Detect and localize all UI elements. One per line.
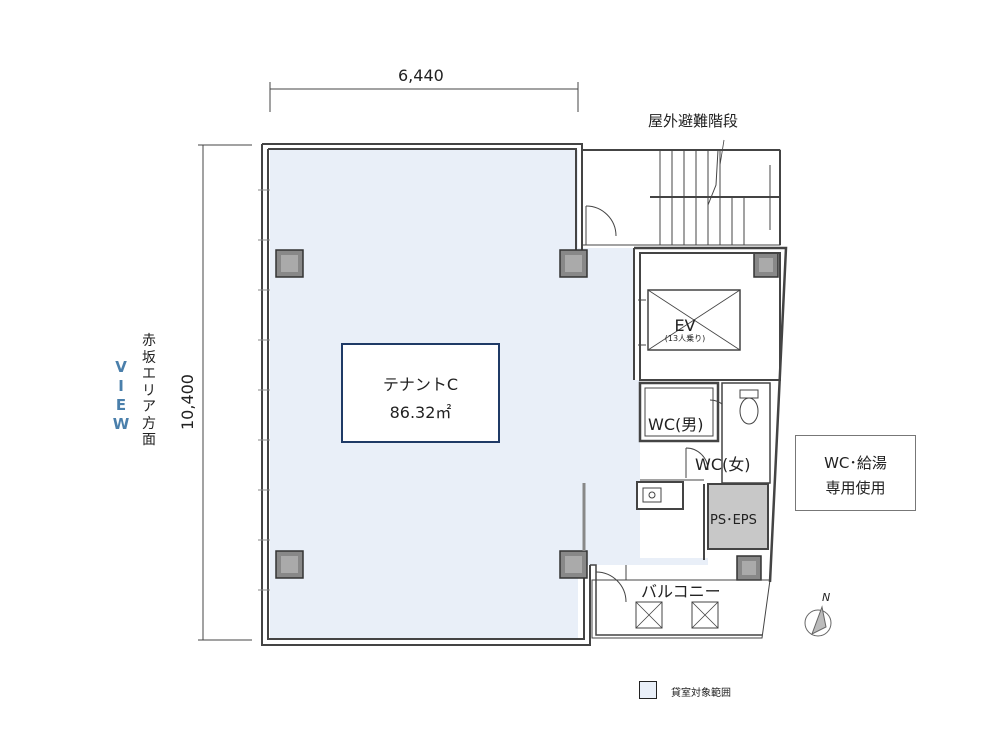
view-direction-char: リ	[142, 382, 156, 399]
exterior-walls	[261, 143, 591, 646]
width-dimension-label: 6,440	[398, 66, 444, 85]
view-letter: E	[115, 396, 127, 414]
exclusive-use-note: WC･給湯 専用使用	[795, 435, 916, 511]
tenant-name: テナントC	[382, 375, 459, 394]
wc-men-room	[638, 381, 731, 443]
height-dimension-line	[198, 144, 252, 641]
structural-columns	[275, 249, 779, 581]
legend-label: 貸室対象範囲	[671, 688, 731, 699]
wc-women-label: WC(女)	[695, 455, 751, 474]
view-letter: I	[118, 377, 124, 395]
height-dimension-label: 10,400	[178, 374, 197, 430]
balcony-label: バルコニー	[641, 582, 721, 601]
view-direction-char: 坂	[142, 349, 156, 366]
wc-men-label: WC(男)	[648, 415, 704, 434]
elevator-capacity: (13人乗り)	[664, 334, 706, 343]
view-direction-text: 赤 坂 エ リ ア 方 面	[140, 333, 158, 449]
outdoor-stairs-label: 屋外避難階段	[648, 112, 739, 130]
view-direction-char: 面	[142, 432, 156, 448]
view-direction-char: ア	[142, 399, 156, 415]
view-direction-label: V I E W	[112, 358, 130, 434]
tenant-area-extension	[578, 248, 708, 565]
elevator-label: EV	[674, 316, 696, 335]
outdoor-stairs	[581, 139, 781, 246]
north-label: N	[822, 591, 831, 604]
north-arrow-icon	[804, 605, 832, 637]
ps-eps-shaft	[707, 483, 769, 550]
view-direction-char: エ	[142, 366, 156, 382]
ps-eps-label: PS･EPS	[710, 513, 757, 528]
kitchenette	[636, 481, 684, 510]
core-walls	[633, 246, 788, 583]
window-mullions	[258, 189, 270, 591]
width-dimension-line	[269, 82, 579, 112]
view-direction-char: 赤	[142, 333, 156, 349]
tenant-info-box: テナントC 86.32㎡	[341, 343, 500, 443]
legend-swatch	[639, 681, 657, 699]
note-line-1: WC･給湯	[824, 454, 887, 472]
view-letter: W	[112, 415, 130, 433]
note-line-2: 専用使用	[825, 479, 886, 497]
balcony-area	[590, 564, 771, 639]
tenant-area: 86.32㎡	[389, 403, 452, 422]
view-letter: V	[115, 358, 127, 376]
view-direction-char: 方	[142, 415, 156, 432]
